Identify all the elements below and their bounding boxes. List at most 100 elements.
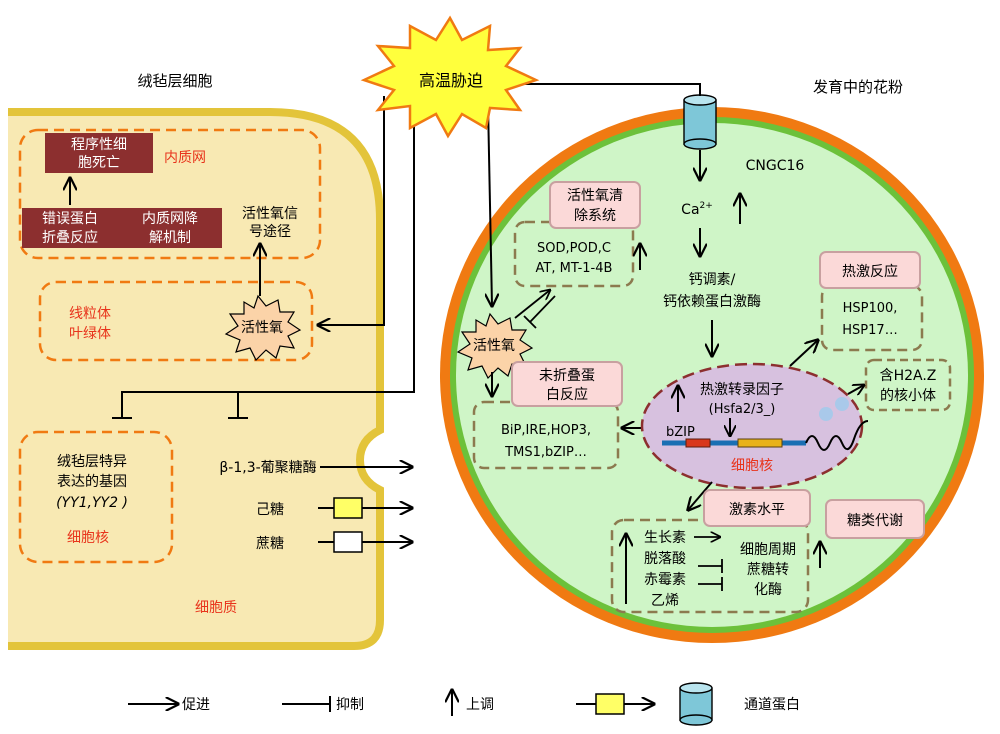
cytoplasm-label: 细胞质: [195, 600, 237, 616]
ros-scavenge-items2: AT, MT-1-4B: [536, 261, 613, 276]
invertase-line2: 化酶: [754, 582, 782, 598]
cam-line1: 钙调素/: [689, 272, 736, 288]
tapetum-upr-line2: 折叠反应: [42, 229, 98, 246]
tapetum-nucleus-region: [18, 430, 174, 564]
legend-upregulate-label: 上调: [466, 697, 494, 713]
glucanase-label: β-1,3-葡聚糖酶: [219, 460, 316, 476]
upr-erad-box: [22, 208, 222, 248]
h2az-line1: 含H2A.Z: [880, 368, 937, 384]
pollen-upr-region: [472, 400, 620, 470]
calcium-base: Ca: [681, 202, 699, 218]
sucrose-transporter: [333, 531, 363, 553]
tapetum-ros-label: 活性氧: [241, 320, 283, 336]
hormone-title-box: [703, 489, 811, 527]
calcium-superscript: 2+: [700, 201, 713, 211]
cam-line2: 钙依赖蛋白激酶: [663, 293, 761, 310]
nucleosome-2: [835, 397, 849, 411]
tapetum-title: 绒毡层细胞: [137, 72, 212, 90]
calcium-label: Ca2+: [681, 201, 713, 218]
heat-shock-title: 热激反应: [842, 263, 898, 280]
pcd-line1: 程序性细: [71, 137, 127, 153]
pollen-ros-burst: [456, 312, 534, 380]
cell-cycle-label: 细胞周期: [740, 542, 796, 558]
cngc-channel-body: [683, 99, 717, 145]
erad-line1: 内质网降: [142, 211, 198, 227]
arrow-nucleosome-to-h2az: [847, 385, 864, 394]
organelle-region: [38, 280, 314, 362]
arrow-ros-to-scavenge: [514, 290, 550, 319]
chloroplast-label: 叶绿体: [69, 326, 111, 342]
stress-to-channel-line: [522, 83, 701, 96]
tapetum-nucleus-label: 细胞核: [67, 530, 109, 546]
heat-shock-title-box: [819, 251, 921, 289]
legend-channel-bottom: [679, 714, 713, 726]
ros-scavenge-title2: 除系统: [574, 208, 616, 224]
pollen-ros-label: 活性氧: [473, 338, 515, 354]
ros-signal-line2: 号途径: [249, 223, 291, 240]
scavenge-inhibits-ros: [529, 295, 556, 323]
hsf-line1: 热激转录因子: [700, 381, 784, 398]
legend-inhibit-label: 抑制: [336, 697, 364, 713]
er-region: [18, 128, 322, 260]
tapetum-ros-burst: [224, 294, 302, 362]
pcd-box: [45, 133, 153, 173]
bzip-label: bZIP: [666, 425, 695, 440]
sugar-label: 糖类代谢: [847, 513, 903, 529]
h2az-line2: 的核小体: [880, 388, 936, 404]
erad-line2: 解机制: [149, 230, 191, 246]
sucrose-label: 蔗糖: [256, 536, 284, 552]
pcd-line2: 胞死亡: [78, 155, 120, 171]
hexose-label: 己糖: [256, 502, 284, 518]
aba-label: 脱落酸: [644, 551, 686, 567]
er-label: 内质网: [164, 150, 206, 166]
legend-channel-top: [679, 682, 713, 694]
ros-signal-line1: 活性氧信: [242, 206, 298, 222]
pollen-nucleus: [640, 362, 864, 490]
cngc-label: CNGC16: [746, 158, 805, 174]
hsf-line2: (Hsfa2/3_): [709, 402, 776, 417]
chromatin-coil: [805, 420, 869, 451]
arrow-nucleus-to-heatshock: [789, 340, 818, 367]
sugar-box: [825, 499, 925, 539]
auxin-label: 生长素: [644, 530, 686, 546]
ethylene-label: 乙烯: [651, 593, 679, 609]
nucleosome-1: [819, 407, 833, 421]
pollen-upr-items1: BiP,IRE,HOP3,: [501, 423, 591, 438]
tapetum-gene-names: (YY1,YY2 ): [56, 495, 128, 511]
legend-channel-label: 通道蛋白: [744, 697, 800, 713]
scavenge-inhibits-ros-bar: [523, 315, 537, 329]
stress-to-tapetum-ros: [318, 96, 385, 325]
hormone-title: 激素水平: [729, 501, 785, 518]
heat-stress-label: 高温胁迫: [419, 71, 483, 90]
hexose-transporter: [333, 497, 363, 519]
cngc-channel-bottom: [683, 138, 717, 150]
heat-stress-burst: [360, 15, 540, 139]
legend-transporter-box: [595, 693, 625, 715]
ros-scavenge-title-box: [549, 181, 641, 229]
tapetum-genes-line2: 表达的基因: [57, 473, 127, 490]
ros-scavenge-title1: 活性氧清: [567, 188, 623, 204]
tapetum-upr-line1: 错误蛋白: [42, 211, 98, 227]
stress-to-tapetum-genes: [121, 100, 415, 418]
pollen-nucleus-label: 细胞核: [731, 458, 773, 474]
ga-label: 赤霉素: [644, 572, 686, 588]
tapetum-genes-line1: 绒毡层特异: [57, 454, 127, 470]
pollen-upr-title1: 未折叠蛋: [539, 368, 595, 384]
pollen-upr-items2: TMS1,bZIP…: [504, 445, 587, 460]
legend-promote-label: 促进: [182, 697, 210, 713]
mitochondria-label: 线粒体: [69, 306, 111, 322]
heat-shock-items2: HSP17…: [842, 323, 897, 338]
cngc-channel-top: [683, 94, 717, 106]
dna-segment-yellow: [737, 438, 783, 448]
arrow-nucleus-to-hormone: [688, 481, 713, 510]
pollen-title: 发育中的花粉: [813, 78, 903, 96]
invertase-line1: 蔗糖转: [747, 562, 789, 578]
pollen-upr-title-box: [511, 361, 623, 407]
tapetum-cell: [8, 108, 384, 650]
dna-segment-red: [685, 438, 711, 448]
pollen-upr-title2: 白反应: [546, 386, 588, 403]
ros-scavenge-items1: SOD,POD,C: [537, 241, 611, 256]
stress-to-pollen-ros: [488, 103, 492, 306]
